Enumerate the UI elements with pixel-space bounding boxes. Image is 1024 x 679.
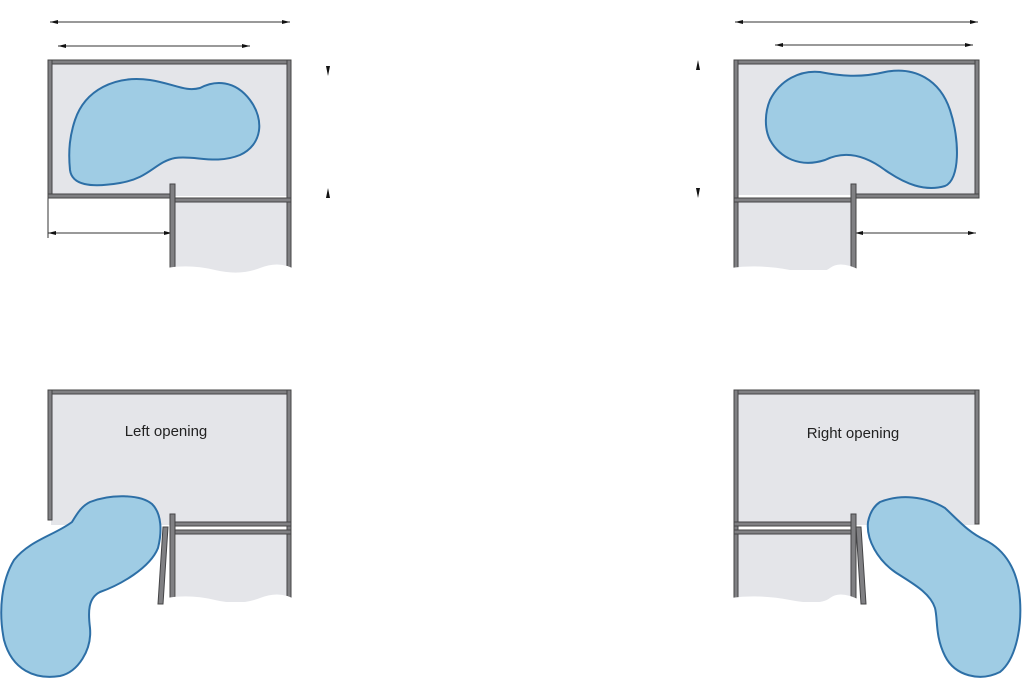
top-left-width-dimension <box>50 20 290 48</box>
bottom-right-cabinet-walls <box>733 389 980 605</box>
bottom-left-cabinet-walls <box>47 389 292 605</box>
top-right-width-dimension <box>735 20 978 47</box>
top-left-kidney-shelf <box>68 78 261 187</box>
bottom-right-open-door <box>855 526 867 605</box>
top-right-depth-dimension <box>696 60 700 198</box>
bottom-left-plan: Left opening <box>0 389 296 678</box>
top-right-cabinet-walls <box>733 59 980 271</box>
right-opening-label: Right opening <box>807 425 900 442</box>
bottom-left-open-door <box>157 526 169 605</box>
bottom-left-kidney-shelf <box>0 495 162 678</box>
top-right-wavy-cut <box>730 264 860 282</box>
bottom-right-wavy-cut <box>730 594 860 612</box>
top-left-plan <box>47 20 330 282</box>
bottom-left-wavy-cut <box>166 594 296 612</box>
top-right-opening-dimension <box>855 231 976 235</box>
left-opening-label: Left opening <box>125 423 208 440</box>
top-left-opening-dimension <box>47 198 172 238</box>
top-right-kidney-shelf <box>764 69 958 190</box>
bottom-right-kidney-shelf <box>866 496 1022 678</box>
top-right-plan <box>696 20 980 282</box>
top-left-cabinet-walls <box>47 59 292 271</box>
top-left-depth-dimension <box>326 66 330 198</box>
bottom-right-plan: Right opening <box>730 389 1022 678</box>
top-left-wavy-cut <box>166 264 296 282</box>
